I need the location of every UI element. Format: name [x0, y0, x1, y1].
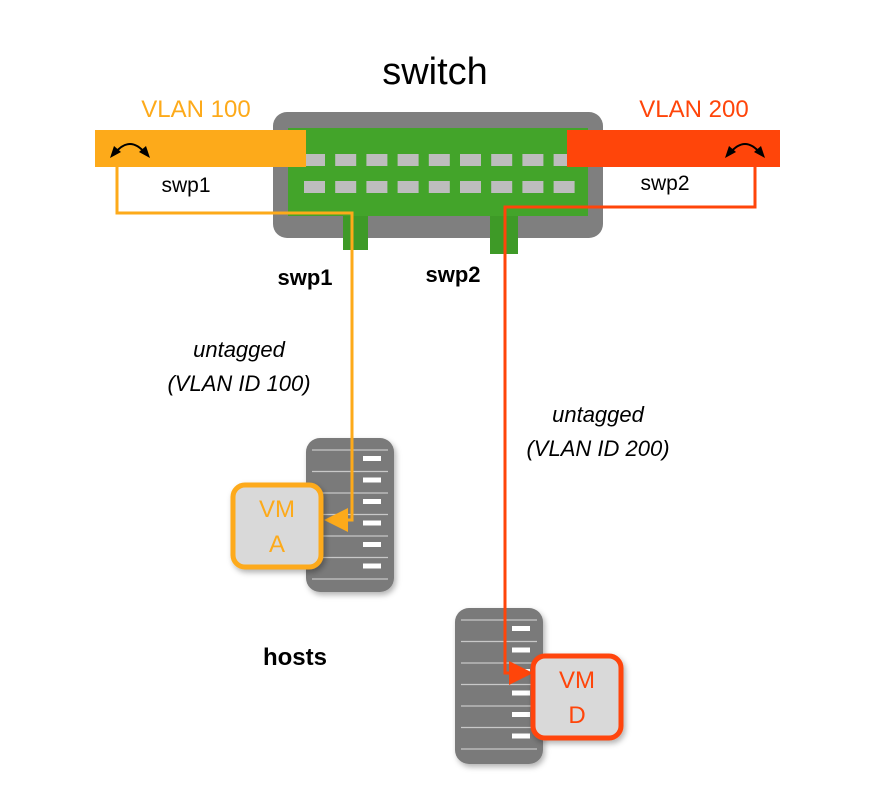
vm-d[interactable]: VM D: [530, 653, 624, 741]
port-slot: [397, 181, 419, 193]
link-label-vlan100-line2: (VLAN ID 100): [167, 371, 310, 396]
link-label-vlan200-line2: (VLAN ID 200): [526, 436, 669, 461]
vm-a-label-line2: A: [269, 531, 285, 558]
switch: [273, 112, 603, 254]
hosts-label: hosts: [263, 644, 327, 671]
host-led: [512, 626, 530, 631]
port-slot: [366, 181, 388, 193]
host-led: [363, 520, 381, 526]
port-slot: [397, 154, 419, 166]
port-slot: [460, 154, 481, 166]
switch-title: switch: [382, 51, 488, 93]
port-slot: [428, 181, 450, 193]
port-slots: [304, 154, 575, 193]
host-led: [512, 733, 530, 739]
vlan200-bar: [567, 130, 780, 167]
link-label-vlan200-line1: untagged: [552, 402, 645, 427]
host-led: [512, 712, 530, 717]
host-server-d: [455, 608, 543, 764]
vm-a[interactable]: VM A: [230, 482, 324, 570]
bidirectional-arrow-icon: [725, 143, 765, 158]
switch-port-label-swp1: swp1: [277, 265, 332, 290]
vlan200-port-label: swp2: [640, 172, 689, 195]
vlan100-bar: [95, 130, 306, 167]
port-slot: [491, 181, 513, 193]
port-slot: [366, 154, 388, 166]
vlan100-port-label: swp1: [161, 174, 210, 197]
vm-a-label-line1: VM: [259, 496, 295, 523]
link-label-vlan100-line1: untagged: [193, 337, 286, 362]
port-slot: [491, 154, 513, 166]
host-led: [363, 456, 381, 461]
port-slot: [522, 181, 544, 193]
vm-d-label-line2: D: [568, 702, 585, 729]
bidirectional-arrow-icon: [110, 143, 150, 158]
host-server-a: [306, 438, 394, 592]
vm-d-label-line1: VM: [559, 667, 595, 694]
vlan100-label: VLAN 100: [141, 96, 250, 123]
port-slot: [304, 154, 325, 166]
switch-port-swp1[interactable]: [343, 216, 368, 250]
switch-port-label-swp2: swp2: [425, 262, 480, 287]
host-led: [512, 647, 530, 653]
port-slot: [304, 181, 325, 193]
host-led: [363, 563, 381, 569]
host-led: [363, 477, 381, 483]
host-led: [363, 542, 381, 547]
port-slot: [460, 181, 481, 193]
link-vlan200: [503, 167, 757, 685]
port-slot: [335, 181, 357, 193]
switch-board: [288, 128, 588, 216]
link-vlan100: [115, 167, 354, 532]
port-slot: [522, 154, 544, 166]
port-slot: [335, 154, 357, 166]
host-led: [363, 499, 381, 504]
host-led: [512, 690, 530, 696]
vlan200-label: VLAN 200: [639, 96, 748, 123]
port-slot: [553, 181, 575, 193]
port-slot: [428, 154, 450, 166]
